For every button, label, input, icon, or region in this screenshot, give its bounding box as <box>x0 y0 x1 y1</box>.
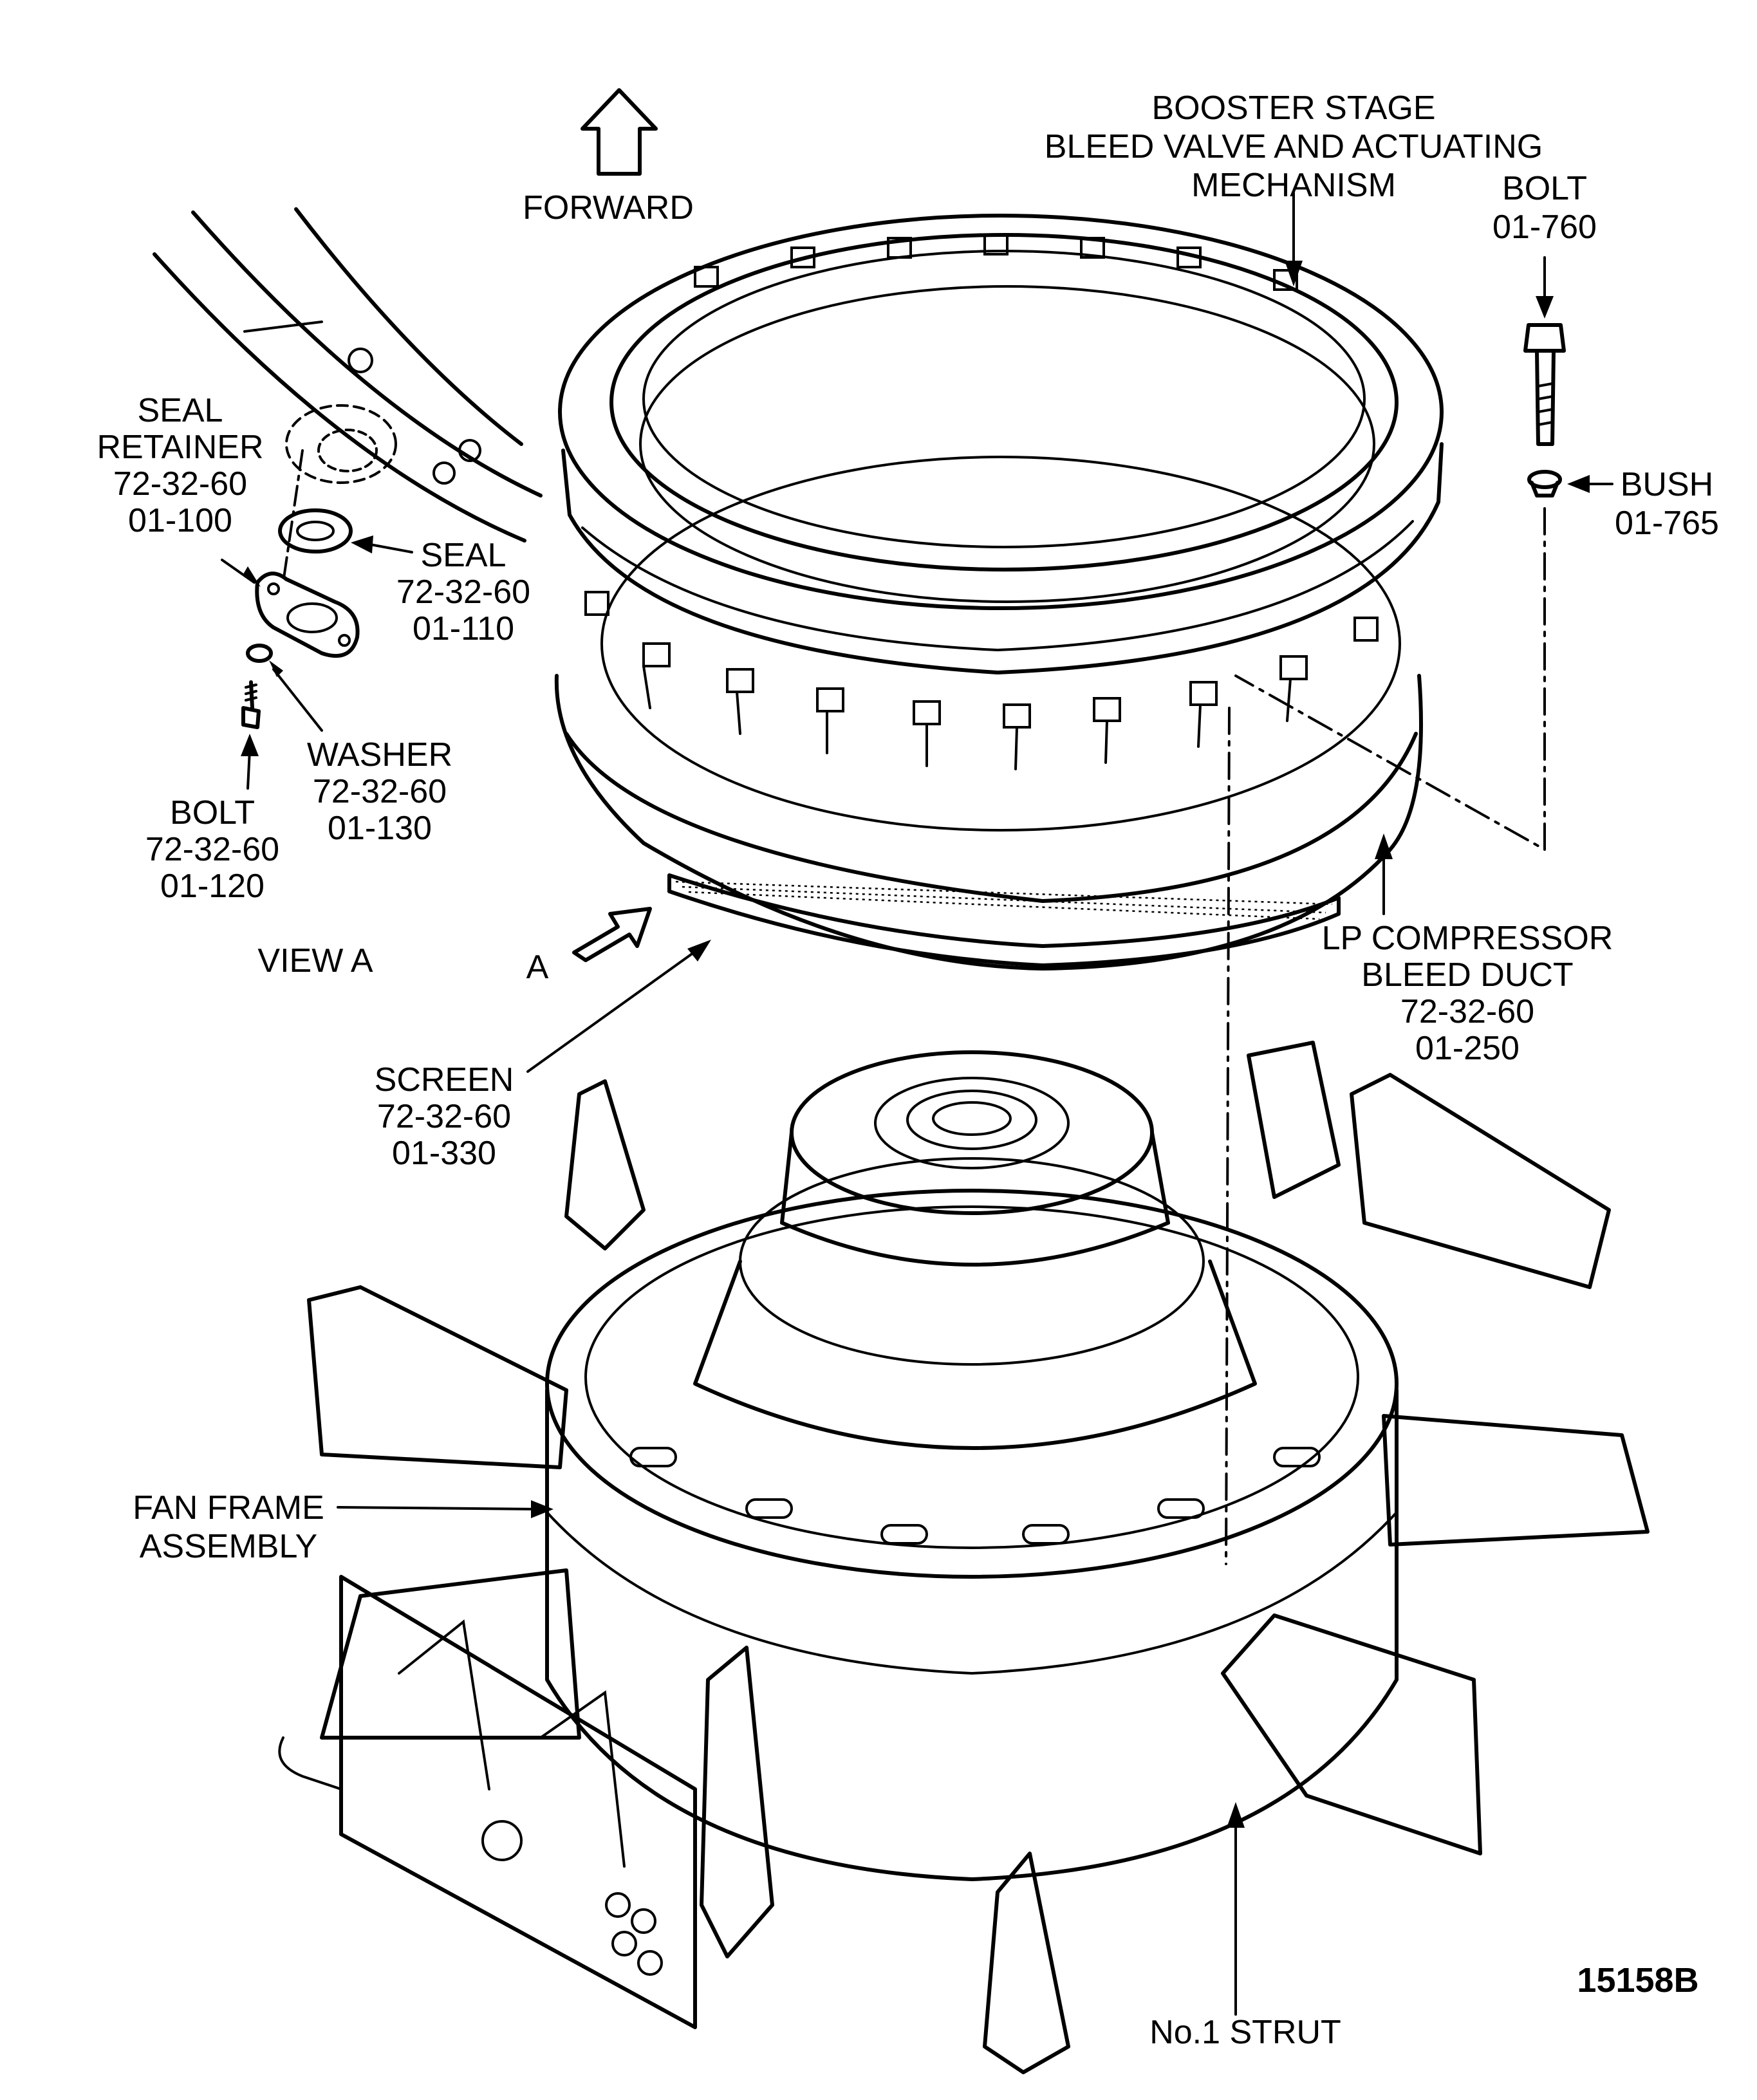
fan-frame-struts <box>307 1041 1650 2074</box>
label-bush-number: 01-765 <box>1615 505 1719 542</box>
figure-number: 15158B <box>1577 1961 1698 2000</box>
label-seal-number2: 01-110 <box>413 610 514 647</box>
mount-bracket <box>278 1575 697 2029</box>
label-seal-number1: 72-32-60 <box>396 573 530 611</box>
label-screen-number1: 72-32-60 <box>377 1098 511 1135</box>
label-seal-retainer-line3: 72-32-60 <box>113 465 247 503</box>
label-screen-name: SCREEN <box>375 1061 514 1099</box>
label-booster-line2: BLEED VALVE AND ACTUATING <box>1045 128 1543 165</box>
bolt-centerline <box>1234 507 1546 852</box>
bush-765-part <box>1527 470 1562 497</box>
callout-labels: BOOSTER STAGE BLEED VALVE AND ACTUATING … <box>97 89 1718 2051</box>
label-forward: FORWARD <box>523 189 694 227</box>
label-bolt-760-name: BOLT <box>1502 170 1587 207</box>
strut-centerline <box>1225 707 1231 1565</box>
label-screen-number2: 01-330 <box>392 1135 496 1172</box>
label-washer-name: WASHER <box>307 736 452 774</box>
label-lp-line1: LP COMPRESSOR <box>1322 920 1613 957</box>
forward-arrow <box>581 88 658 176</box>
label-seal-retainer-line2: RETAINER <box>97 429 263 466</box>
label-view-a: VIEW A <box>257 942 373 980</box>
label-lp-line3: 72-32-60 <box>1400 993 1534 1030</box>
view-a-arrow <box>572 907 652 962</box>
label-booster-line1: BOOSTER STAGE <box>1151 89 1435 127</box>
label-a: A <box>526 949 549 986</box>
seal-retainer-part <box>255 571 360 658</box>
washer-part <box>246 644 273 663</box>
label-seal-retainer-line4: 01-100 <box>128 502 232 539</box>
label-lp-line2: BLEED DUCT <box>1361 956 1573 994</box>
bolt-part-view-a <box>241 680 261 729</box>
bolt-760-part <box>1523 323 1566 446</box>
booster-bleed-valve-ring <box>558 214 1444 770</box>
screen-part <box>667 873 1341 967</box>
label-bush-name: BUSH <box>1621 466 1713 503</box>
label-washer-number1: 72-32-60 <box>313 773 447 810</box>
label-bolt-view-a-number2: 01-120 <box>160 868 265 905</box>
seal-part <box>278 508 353 553</box>
label-fan-frame-line2: ASSEMBLY <box>140 1528 317 1565</box>
label-seal-retainer-line1: SEAL <box>138 392 223 429</box>
label-no1-strut: No.1 STRUT <box>1149 2014 1341 2051</box>
label-washer-number2: 01-130 <box>328 810 432 847</box>
label-lp-line4: 01-250 <box>1415 1030 1520 1067</box>
label-bolt-view-a-name: BOLT <box>170 794 255 832</box>
label-booster-line3: MECHANISM <box>1191 167 1396 204</box>
fan-frame-assembly <box>278 1041 1650 2074</box>
label-bolt-760-number: 01-760 <box>1492 209 1597 246</box>
label-bolt-view-a-number1: 72-32-60 <box>145 831 279 868</box>
view-a-detail <box>153 207 543 729</box>
label-seal-name: SEAL <box>421 537 507 574</box>
lp-compressor-bleed-duct <box>554 456 1423 971</box>
leader-lines <box>221 192 1613 2016</box>
label-fan-frame-line1: FAN FRAME <box>133 1489 324 1527</box>
